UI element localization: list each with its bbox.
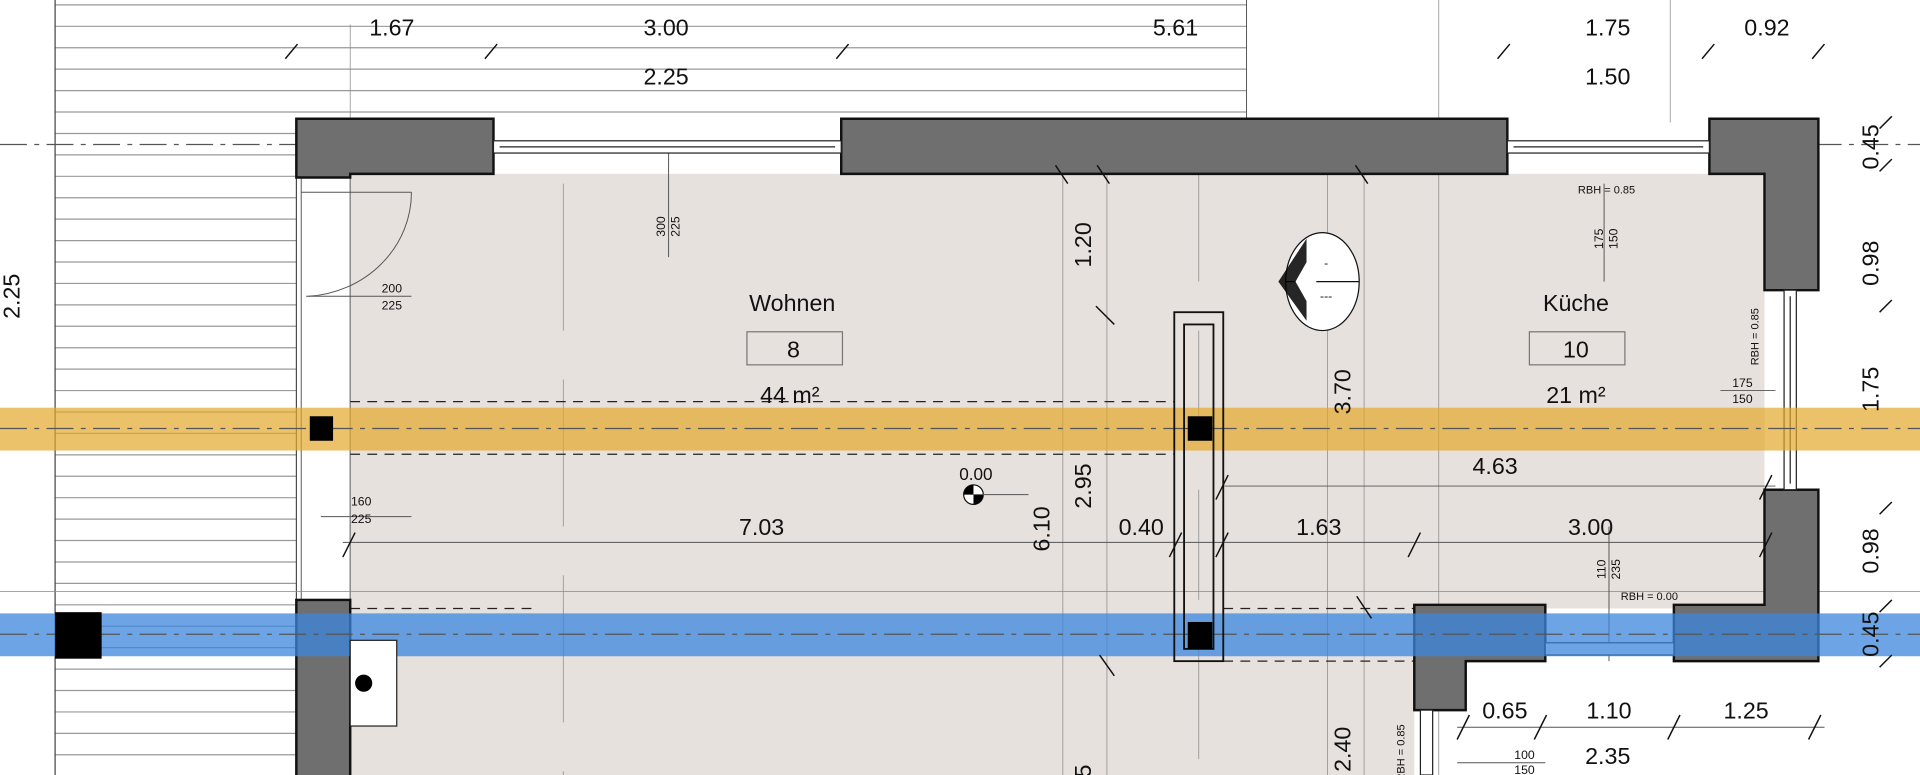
room-area: 44 m² [760,382,820,408]
dimension-ticks [284,43,1893,740]
svg-text:1.67: 1.67 [369,15,414,41]
level-marker-icon [963,484,1029,506]
svg-text:6.10: 6.10 [1028,506,1054,551]
svg-text:95: 95 [1070,765,1096,775]
svg-text:3.00: 3.00 [1568,514,1613,540]
svg-text:225: 225 [382,299,403,313]
svg-text:0.65: 0.65 [1482,698,1527,724]
svg-text:150: 150 [1607,228,1621,249]
svg-text:225: 225 [669,216,683,237]
svg-text:150: 150 [1732,392,1753,406]
svg-text:RBH = 0.85: RBH = 0.85 [1749,308,1761,365]
floor-area [295,173,1765,775]
svg-text:2.40: 2.40 [1330,727,1356,772]
svg-text:100: 100 [1514,748,1535,762]
bottom-right-dimensions: 0.65 1.10 1.25 2.35 [1482,698,1768,769]
svg-text:300: 300 [654,216,668,237]
svg-text:160: 160 [351,495,372,509]
room-kueche[interactable]: Küche 10 21 m² [1528,290,1626,408]
svg-text:RBH = 0.85: RBH = 0.85 [1578,184,1635,196]
svg-text:5.61: 5.61 [1153,15,1198,41]
svg-text:1.25: 1.25 [1723,698,1768,724]
door-swing [301,191,412,518]
svg-text:0.45: 0.45 [1857,124,1883,169]
svg-text:1.75: 1.75 [1585,15,1630,41]
right-dimensions: 0.45 0.98 1.75 0.98 0.45 [1857,124,1883,657]
svg-text:7.03: 7.03 [739,514,784,540]
svg-text:2.35: 2.35 [1585,743,1630,769]
svg-text:235: 235 [1609,559,1623,580]
room-area: 21 m² [1546,382,1606,408]
column-markers[interactable] [55,416,1213,659]
opening-labels: 300 225 200 225 160 225 RBH = 0.85 175 1… [351,184,1776,775]
section-marker-bottom: --- [1320,289,1332,303]
interior-dimensions: 1.20 3.70 2.95 6.10 2.40 95 7.03 0.40 1.… [739,222,1613,775]
svg-text:0.45: 0.45 [1857,612,1883,657]
svg-text:1.50: 1.50 [1585,63,1630,89]
room-number: 8 [787,337,800,363]
svg-text:2.25: 2.25 [643,63,688,89]
svg-text:175: 175 [1732,376,1753,390]
svg-text:2.95: 2.95 [1070,463,1096,508]
svg-text:0.92: 0.92 [1744,15,1789,41]
svg-text:0.98: 0.98 [1857,241,1883,286]
svg-text:1.63: 1.63 [1296,514,1341,540]
svg-text:0.40: 0.40 [1119,514,1164,540]
svg-text:1.20: 1.20 [1070,222,1096,267]
room-number: 10 [1563,337,1589,363]
level-label: 0.00 [959,464,992,484]
room-wohnen[interactable]: Wohnen 8 44 m² [746,290,844,408]
svg-text:3.00: 3.00 [643,15,688,41]
svg-text:0.98: 0.98 [1857,528,1883,573]
svg-text:175: 175 [1592,228,1606,249]
room-name: Küche [1543,290,1609,316]
terrace-hatching [54,0,1247,775]
svg-text:1.10: 1.10 [1586,698,1631,724]
svg-text:4.63: 4.63 [1472,453,1517,479]
svg-text:RBH = 0.85: RBH = 0.85 [1395,724,1407,775]
svg-text:1.75: 1.75 [1857,367,1883,412]
section-marker-icon[interactable]: - --- [1278,232,1360,332]
fixture-dot [355,674,373,692]
svg-text:200: 200 [382,282,403,296]
svg-text:150: 150 [1514,763,1535,775]
top-dimensions: 1.67 3.00 5.61 1.75 0.92 2.25 1.50 [369,15,1789,90]
room-name: Wohnen [749,290,835,316]
svg-text:RBH = 0.00: RBH = 0.00 [1621,591,1678,603]
section-marker-top: - [1324,256,1328,270]
svg-text:110: 110 [1594,559,1608,579]
left-dimension: 2.25 [0,274,25,319]
svg-text:225: 225 [351,512,372,526]
svg-text:3.70: 3.70 [1330,369,1356,414]
